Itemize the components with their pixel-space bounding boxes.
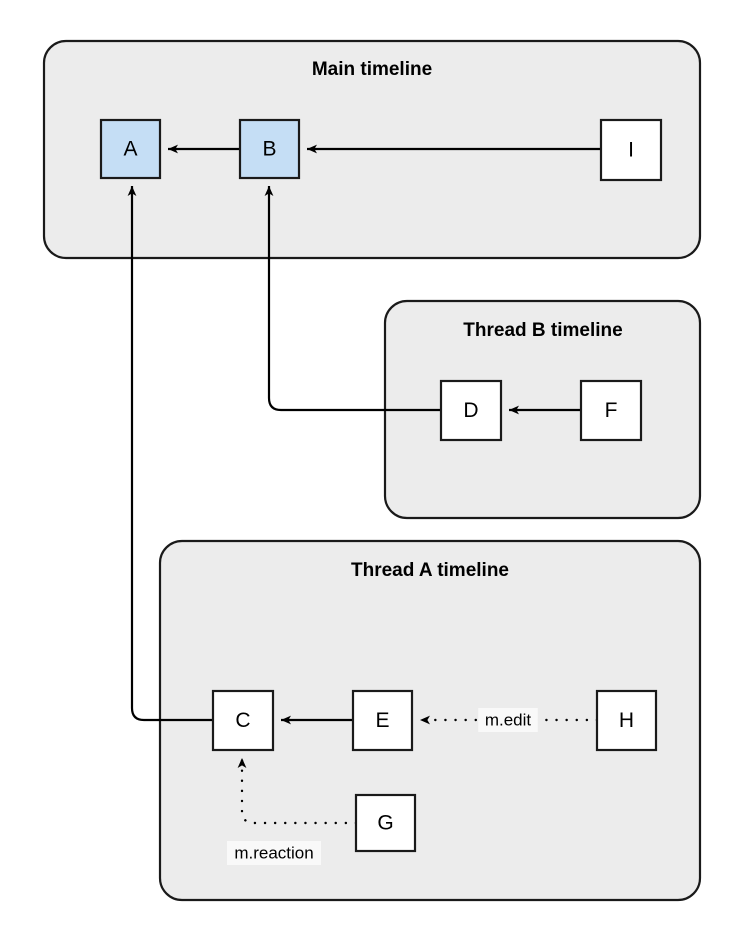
nodes: A B I D F C E H G xyxy=(99,118,663,853)
node-A[interactable]: A xyxy=(99,118,162,180)
edge-g-to-c xyxy=(237,756,358,825)
edge-labels: m.edit m.reaction xyxy=(227,708,538,865)
group-title-thread-a: Thread A timeline xyxy=(351,560,509,581)
node-box-F[interactable] xyxy=(579,379,643,442)
node-label-A: A xyxy=(123,138,137,161)
node-label-E: E xyxy=(375,709,389,732)
node-D[interactable]: D xyxy=(439,379,503,442)
edges xyxy=(127,144,601,825)
edge-label-h-to-e: m.edit xyxy=(485,710,532,729)
node-label-D: D xyxy=(463,399,478,422)
node-label-F: F xyxy=(605,399,618,422)
node-box-B[interactable] xyxy=(238,118,301,180)
node-F[interactable]: F xyxy=(579,379,643,442)
group-title-main: Main timeline xyxy=(312,59,432,80)
edge-label-bg-g-to-c xyxy=(227,841,321,865)
edge-d-to-b xyxy=(264,186,441,412)
node-box-D[interactable] xyxy=(439,379,503,442)
edge-label-g-to-c: m.reaction xyxy=(234,843,313,862)
node-I[interactable]: I xyxy=(599,118,663,182)
node-label-H: H xyxy=(619,709,634,732)
edge-label-bg-h-to-e xyxy=(478,708,538,732)
node-box-H[interactable] xyxy=(595,689,658,752)
node-box-C[interactable] xyxy=(211,689,275,752)
node-B[interactable]: B xyxy=(238,118,301,180)
edge-c-to-a xyxy=(127,186,213,722)
node-H[interactable]: H xyxy=(595,689,658,752)
node-label-B: B xyxy=(262,138,276,161)
node-box-A[interactable] xyxy=(99,118,162,180)
node-box-I[interactable] xyxy=(599,118,663,182)
group-title-thread-b: Thread B timeline xyxy=(463,320,622,341)
node-C[interactable]: C xyxy=(211,689,275,752)
node-box-E[interactable] xyxy=(351,689,414,752)
node-E[interactable]: E xyxy=(351,689,414,752)
node-label-C: C xyxy=(235,709,250,732)
node-label-G: G xyxy=(377,812,393,835)
node-box-G[interactable] xyxy=(354,793,417,853)
node-G[interactable]: G xyxy=(354,793,417,853)
node-label-I: I xyxy=(628,139,634,162)
